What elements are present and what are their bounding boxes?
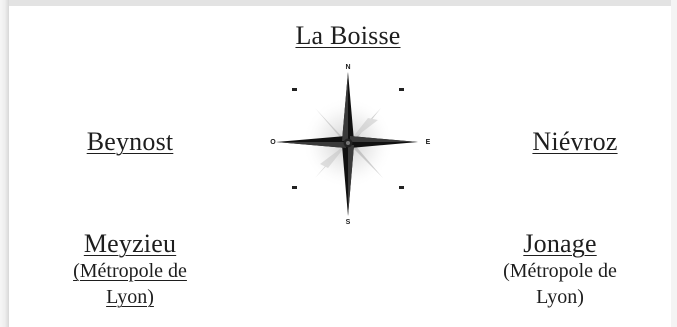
town-note-line1-jonage: (Métropole de (503, 260, 617, 283)
town-name-nievroz: Niévroz (532, 127, 618, 156)
town-name-la-boisse: La Boisse (295, 21, 401, 50)
compass-diagonal-ticks (292, 88, 404, 189)
town-note-line1-meyzieu: (Métropole de (73, 260, 187, 283)
town-name-beynost: Beynost (86, 127, 174, 156)
town-west: Beynost (30, 127, 230, 156)
compass-diagonal-rays (315, 108, 383, 178)
town-name-meyzieu: Meyzieu (83, 229, 177, 258)
town-east: Niévroz (480, 127, 670, 156)
town-note-line2-meyzieu: Lyon) (106, 286, 154, 309)
compass-label-east: E (426, 139, 431, 146)
compass-main-arms (276, 72, 418, 216)
town-north: La Boisse (248, 21, 448, 50)
town-name-jonage: Jonage (523, 229, 597, 258)
frame-top-border (0, 0, 677, 6)
compass-label-south: S (346, 219, 351, 226)
town-note-line2-jonage: Lyon) (536, 286, 584, 309)
town-south-east: Jonage (Métropole de Lyon) (460, 230, 660, 309)
compass-rose-icon: N E S O (268, 58, 438, 228)
frame-right-border (671, 0, 677, 327)
compass-label-west: O (270, 139, 276, 146)
town-south-west: Meyzieu (Métropole de Lyon) (30, 230, 230, 309)
frame-left-border (0, 0, 9, 327)
compass-label-north: N (345, 64, 350, 71)
